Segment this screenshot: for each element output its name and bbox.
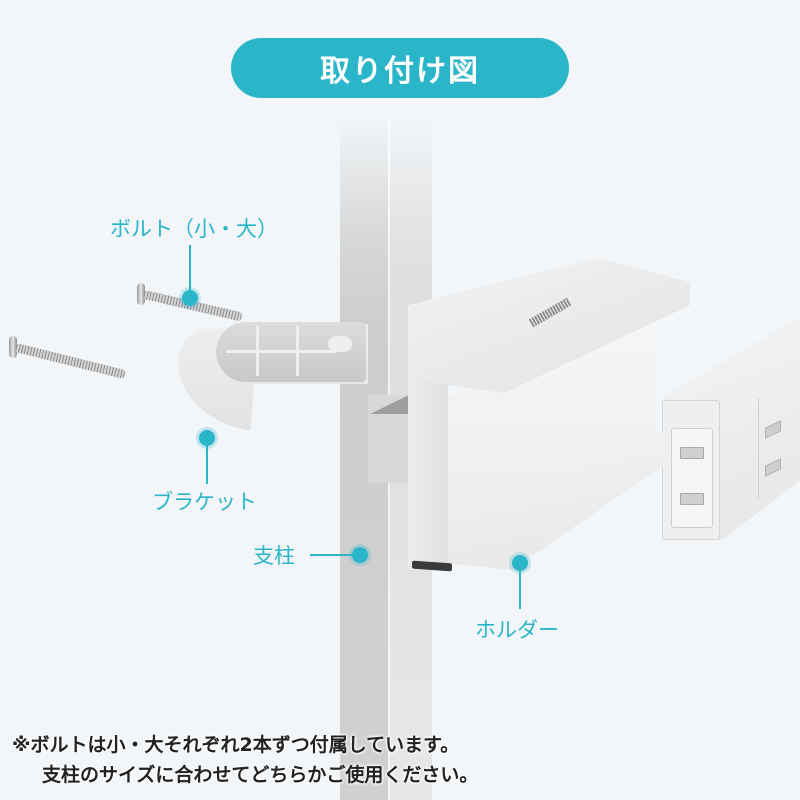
callout-dot-icon	[512, 555, 528, 571]
side-outlet	[758, 398, 781, 498]
title-badge: 取り付け図	[231, 38, 569, 98]
outlet-slot-icon	[680, 447, 704, 459]
bracket-inner-ribs	[216, 322, 366, 382]
callout-label-bolt: ボルト（小・大）	[110, 217, 278, 241]
callout-label-pole: 支柱	[253, 544, 295, 568]
outlet-slot-icon	[765, 420, 781, 439]
callout-dot-icon	[199, 430, 215, 446]
callout-label-bracket: ブラケット	[152, 490, 257, 514]
outlet-slot-icon	[765, 458, 781, 477]
callout-dot-icon	[182, 290, 198, 306]
page-title: 取り付け図	[320, 54, 480, 89]
bracket-boss	[328, 336, 352, 352]
bolt-large-icon	[14, 343, 126, 379]
callout-line-pole	[310, 554, 355, 556]
bolt-small-head-icon	[137, 283, 145, 305]
holder-vertical-arm	[408, 378, 448, 570]
callout-line-bracket	[206, 440, 208, 484]
callout-label-holder: ホルダー	[475, 618, 559, 642]
outlet-plate	[671, 428, 713, 528]
footnote-line-1: ※ボルトは小・大それぞれ2本ずつ付属しています。	[12, 734, 460, 756]
footnote-line-2: 支柱のサイズに合わせてどちらかご使用ください。	[42, 764, 479, 786]
outlet-slot-icon	[680, 493, 704, 505]
footnote: ※ボルトは小・大それぞれ2本ずつ付属しています。 支柱のサイズに合わせてどちらか…	[12, 730, 478, 790]
bracket-rib	[226, 350, 336, 353]
callout-line-holder	[519, 565, 521, 609]
callout-line-bolt	[189, 245, 191, 295]
bolt-large-head-icon	[9, 336, 17, 358]
callout-dot-icon	[352, 547, 368, 563]
